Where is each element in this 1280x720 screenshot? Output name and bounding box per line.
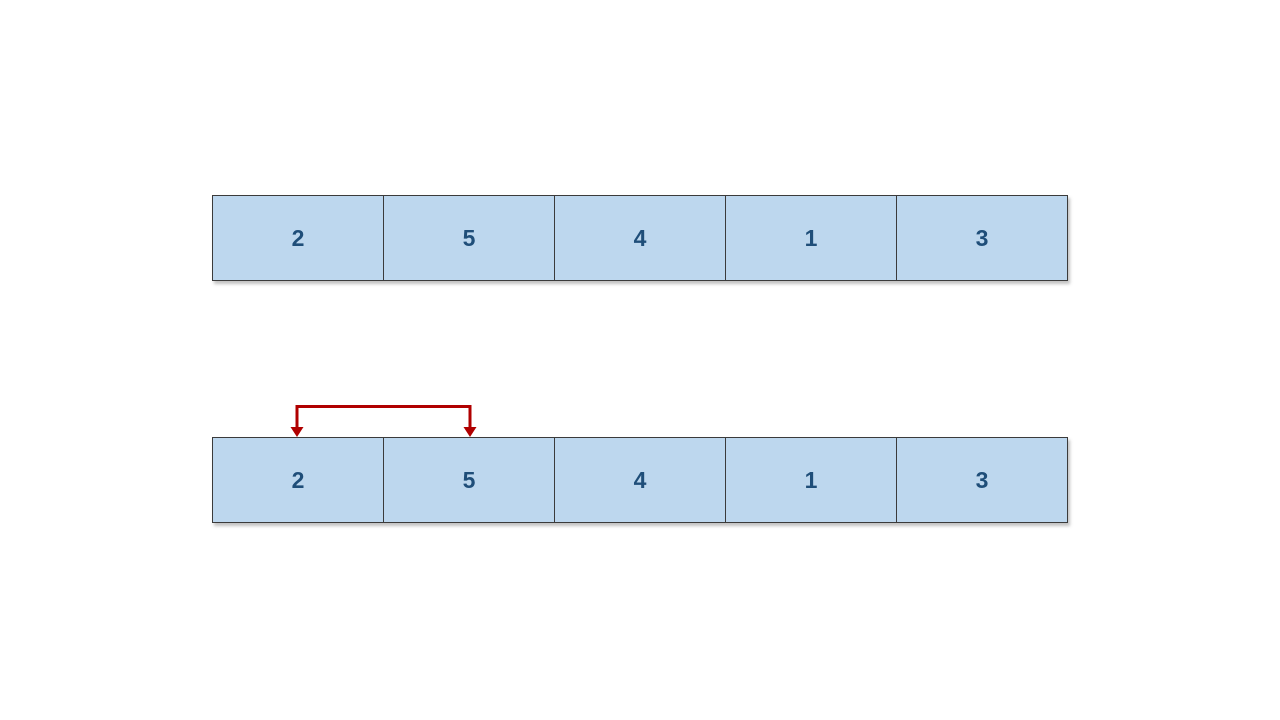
array-cell-value: 4 <box>633 224 647 251</box>
array-cell-value: 4 <box>633 466 647 493</box>
array-cell: 1 <box>726 438 897 522</box>
array-cell-value: 2 <box>291 466 305 493</box>
comparison-arrow-bracket <box>295 405 472 428</box>
array-cell-value: 5 <box>462 466 476 493</box>
array-cell-value: 1 <box>804 466 818 493</box>
array-row-bottom: 2 5 4 1 3 <box>212 437 1068 523</box>
array-cell: 5 <box>384 438 555 522</box>
array-cell: 4 <box>555 438 726 522</box>
array-cell-value: 3 <box>975 224 989 251</box>
array-cell-value: 3 <box>975 466 989 493</box>
comparison-arrowhead-left <box>290 427 304 437</box>
array-cell-value: 1 <box>804 224 818 251</box>
array-cell: 2 <box>213 196 384 280</box>
array-cell: 5 <box>384 196 555 280</box>
array-cell: 1 <box>726 196 897 280</box>
array-cell: 4 <box>555 196 726 280</box>
comparison-arrowhead-right <box>463 427 477 437</box>
array-cell: 3 <box>897 438 1067 522</box>
array-cell-value: 2 <box>291 224 305 251</box>
array-cell: 3 <box>897 196 1067 280</box>
array-cell-value: 5 <box>462 224 476 251</box>
array-cell: 2 <box>213 438 384 522</box>
array-row-top: 2 5 4 1 3 <box>212 195 1068 281</box>
